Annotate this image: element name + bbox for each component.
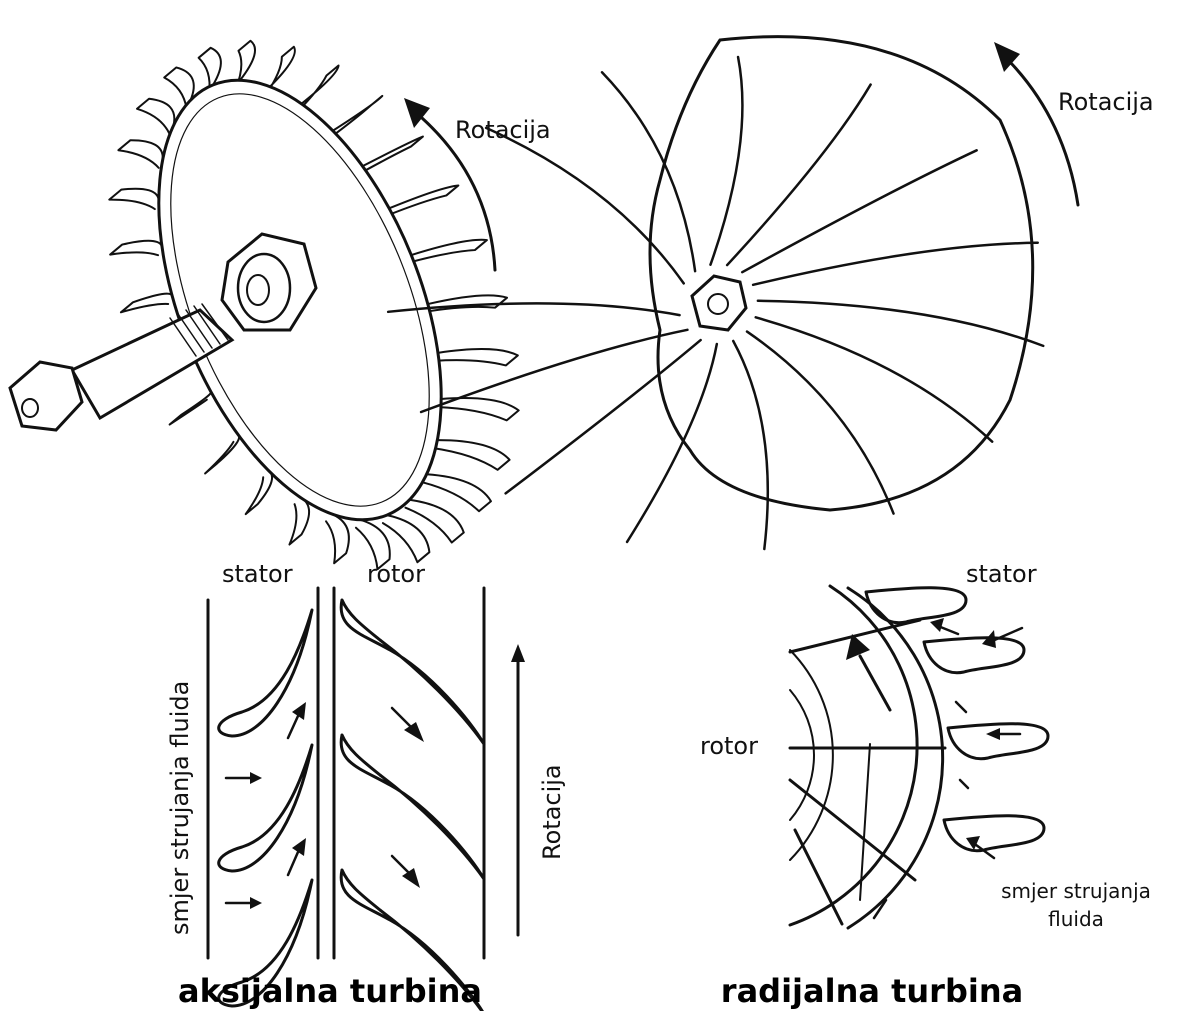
rotor-blade [341,735,484,879]
turbine-blade [121,294,172,313]
stator-vane [866,588,966,623]
rotor-blade [341,600,484,744]
axial-turbine-wheel-icon [10,40,519,569]
axial-rotor-label: rotor [367,560,425,588]
turbine-blade [137,99,174,134]
turbine-blade [433,440,509,470]
axial-flow-direction-label: smjer strujanja fluida [166,681,194,935]
turbine-blade [329,96,382,139]
radial-turbine-title: radijalna turbina [721,972,1023,1010]
axial-cascade-diagram [208,588,525,1011]
turbine-blade [205,434,239,474]
turbine-blade [434,349,518,365]
radial-rotor-label: rotor [700,732,758,760]
axial-blade-rotation-arrow-icon [511,644,525,935]
axial-turbine-title: aksijalna turbina [178,972,482,1010]
turbine-blade [326,513,349,563]
axial-rotation-vertical-label: Rotacija [538,764,566,860]
turbine-blade [385,185,458,216]
turbine-blade [170,392,212,425]
axial-rotation-label: Rotacija [455,116,551,144]
axial-flow-arrow-icon [226,702,424,909]
turbine-blade [118,140,162,168]
turbine-blade [246,469,272,514]
radial-rotor-arrow-icon [846,634,890,710]
stator-vane [944,816,1044,851]
turbine-blade [407,240,487,263]
radial-flow-label-line2: fluida [1048,907,1104,931]
radial-cascade-diagram [790,586,1048,928]
stator-vane [924,638,1024,673]
radial-turbine-wheel-icon [388,37,1043,549]
axial-stator-label: stator [222,560,293,588]
radial-stator-label: stator [966,560,1037,588]
turbine-blade [110,241,162,255]
turbine-blade [289,496,309,544]
turbine-blade [359,137,423,175]
radial-flow-label-line1: smjer strujanja [1001,879,1151,903]
turbine-blade [109,189,159,209]
radial-rotation-label: Rotacija [1058,88,1154,116]
